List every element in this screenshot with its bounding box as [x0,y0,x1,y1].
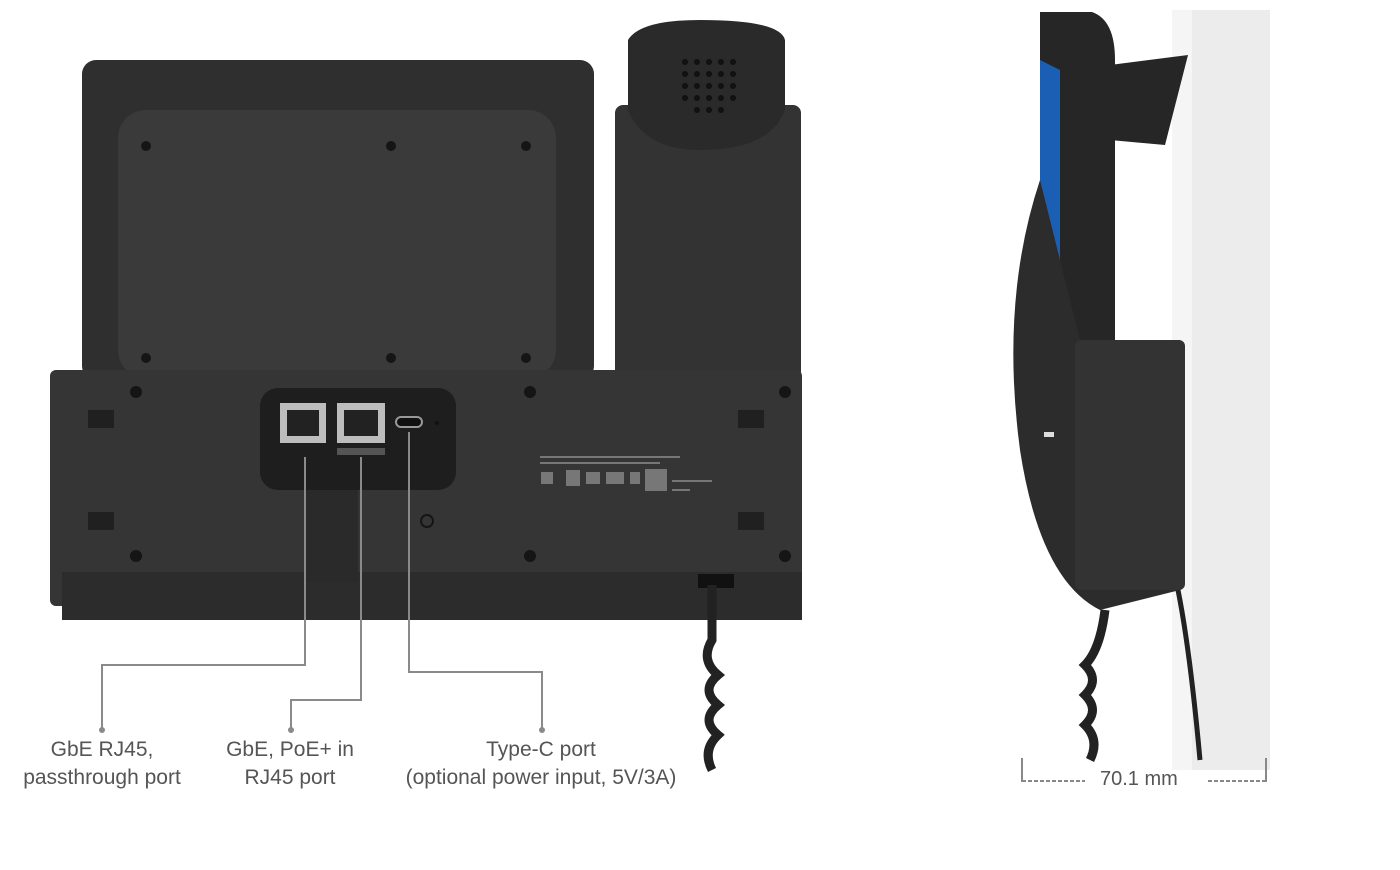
callout-usb-c-line1: Type-C port [486,738,596,761]
reset-pinhole [435,421,439,425]
callout-poe-port: GbE, PoE+ in RJ45 port [226,736,354,792]
callout-poe-line1: GbE, PoE+ in [226,738,354,761]
phone-side-view [1013,10,1270,770]
lock-hole [420,514,434,528]
callout-lines [101,432,543,728]
phone-rear-view [50,20,802,773]
callout-poe-line2: RJ45 port [244,766,336,789]
callout-usb-c-line2: (optional power input, 5V/3A) [405,766,677,789]
regulatory-marks [540,456,712,491]
callout-dots [99,727,545,733]
network-cable [1175,589,1203,761]
base-screw-holes [130,386,791,562]
base-side [1075,340,1185,590]
dimension-line [1021,758,1267,782]
wall-shadow [1190,10,1270,770]
mount-slots [88,410,764,530]
depth-dimension-label: 70.1 mm [1100,768,1178,790]
callout-passthrough-port: GbE RJ45, passthrough port [23,736,181,792]
rj45-poe-socket [344,410,378,436]
base-foot [62,572,802,620]
callout-passthrough-line2: passthrough port [23,766,181,789]
rj45-passthrough-socket [287,410,319,436]
cable-channel [306,490,358,582]
status-led [1044,432,1054,437]
handset-cradle [615,105,801,380]
screw-holes [141,141,531,363]
handset-cable-jack [698,574,734,588]
usb-c-port [395,416,423,428]
callout-passthrough-line1: GbE RJ45, [50,738,154,761]
display-back-panel [118,110,556,378]
handset-cord [702,585,726,773]
handset-cord-side [1078,609,1110,763]
speaker-grille-icon [682,59,736,113]
poe-label-strip [337,448,385,455]
callout-usb-c-port: Type-C port (optional power input, 5V/3A… [406,736,677,792]
handset-side [1110,55,1188,145]
